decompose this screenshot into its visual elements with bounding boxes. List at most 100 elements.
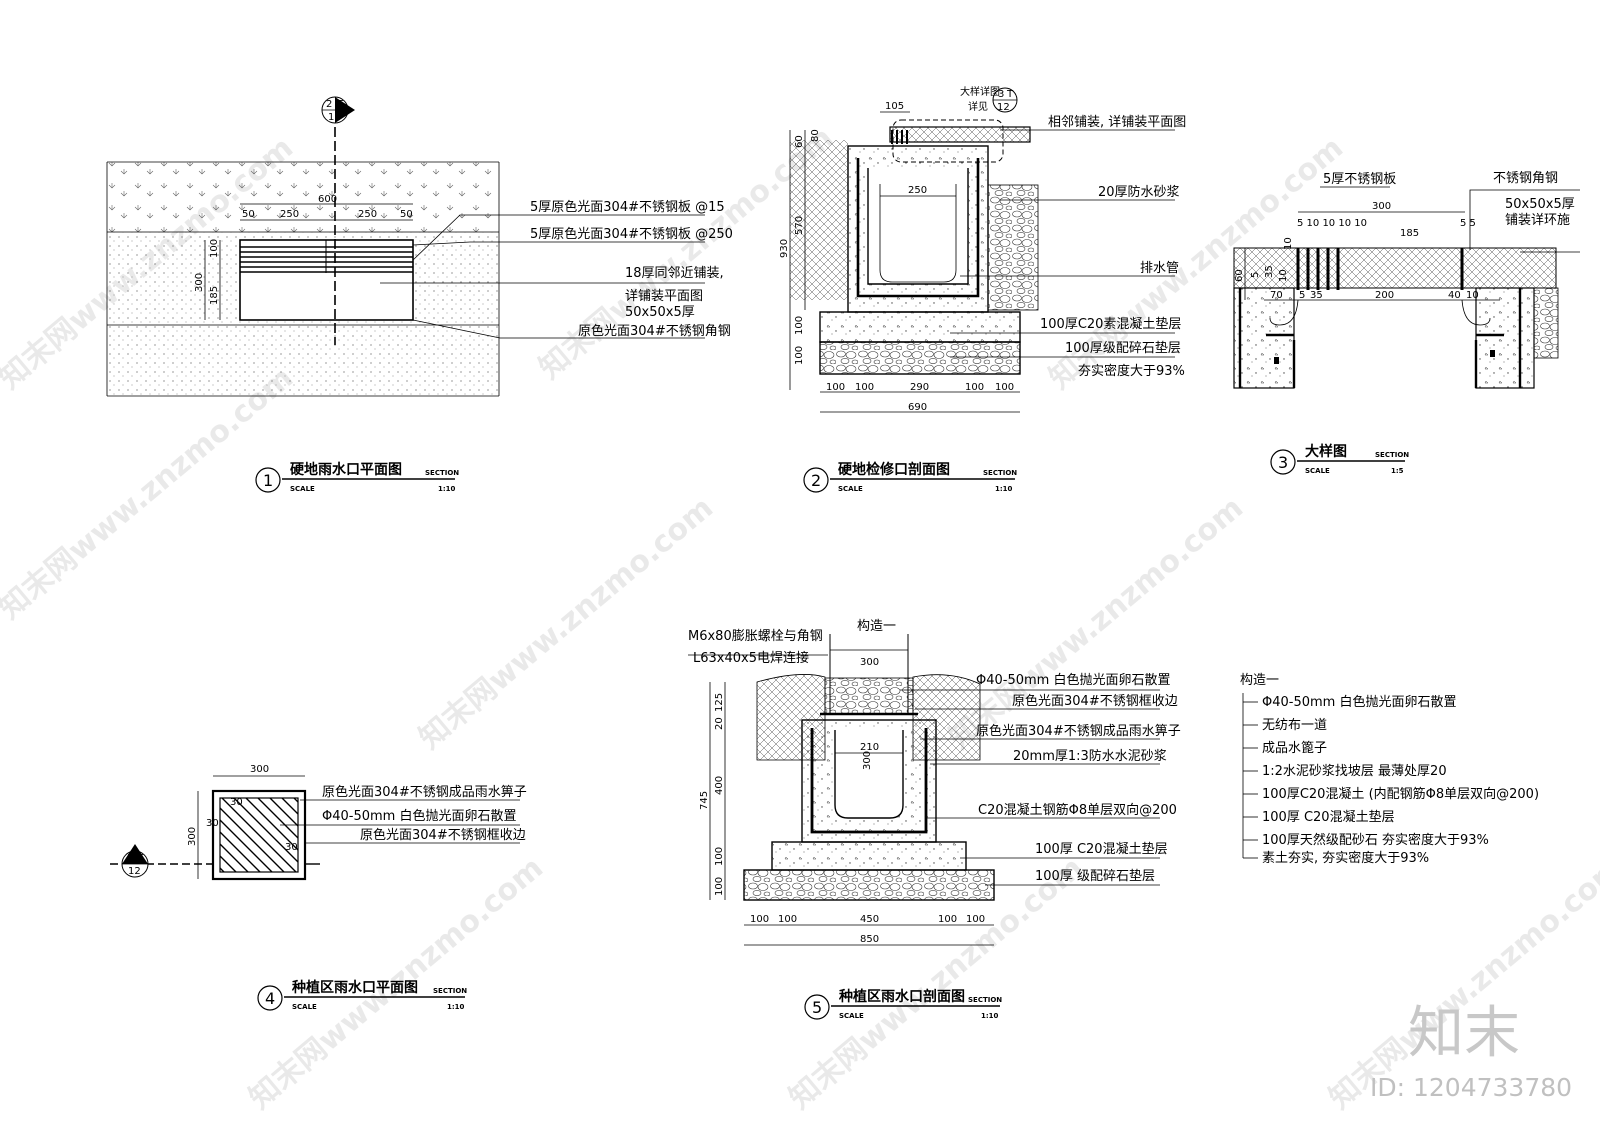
dim: 5 5: [1460, 218, 1476, 229]
label: 原色光面304#不锈钢成品雨水箅子: [976, 723, 1181, 739]
construction-legend: 构造一 Φ40-50mm 白色抛光面卵石散置 无纺布一道 成品水篦子 1:2水泥…: [1240, 673, 1539, 866]
ref-text: T: [136, 853, 144, 864]
dim: 105: [885, 101, 904, 112]
dim: 690: [908, 402, 927, 413]
detail-number: 4: [265, 989, 275, 1008]
detail-3-detail: 300 5 10 10 10 10 185 5 5 10 60 5 35 10 …: [1233, 171, 1580, 475]
dim: 300: [194, 273, 205, 292]
detail-title: 硬地检修口剖面图: [838, 461, 950, 478]
dim: 100: [966, 914, 985, 925]
dim: 200: [1375, 290, 1394, 301]
detail-number: 2: [811, 471, 821, 490]
watermark: 知末网www.znzmo.com: [0, 360, 300, 626]
dim: 100: [714, 847, 725, 866]
label: 5厚不锈钢板: [1323, 172, 1396, 187]
section-marker: 5 T 12: [121, 844, 149, 878]
label: 100厚级配碎石垫层: [1065, 340, 1181, 356]
legend-item: 100厚 C20混凝土垫层: [1262, 809, 1395, 825]
ref-text: T: [1006, 89, 1014, 100]
label: 铺装详环施: [1505, 213, 1570, 228]
label: 排水管: [1140, 261, 1179, 276]
section-marker: 2 T 12: [321, 96, 355, 124]
label: 100厚 级配碎石垫层: [1035, 868, 1155, 884]
ref-text: 12: [328, 112, 341, 123]
watermark-id: ID: 1204733780: [1370, 1073, 1572, 1102]
dim: 570: [794, 216, 805, 235]
ref-text: T: [336, 99, 344, 110]
detail-2-section: 105 60 80 250 570 930 100 100 100 100 29…: [779, 85, 1186, 493]
label: 5厚原色光面304#不锈钢板 @15: [530, 199, 725, 215]
dim: 250: [280, 209, 299, 220]
label: 20mm厚1:3防水水泥砂浆: [1013, 748, 1167, 764]
detail-5-section: 300 210 300 20 125 400 745 100 100 100 1…: [688, 619, 1181, 1020]
label: 100厚C20素混凝土垫层: [1040, 316, 1181, 332]
scale-label: SCALE: [1305, 467, 1330, 475]
scale-value: 1:10: [438, 485, 456, 493]
dim: 100: [938, 914, 957, 925]
dim: 100: [794, 316, 805, 335]
detail-number: 3: [1278, 453, 1288, 472]
label: Φ40-50mm 白色抛光面卵石散置: [976, 672, 1170, 688]
label: 100厚 C20混凝土垫层: [1035, 841, 1168, 857]
dim: 5: [1299, 290, 1305, 301]
label: 5厚原色光面304#不锈钢板 @250: [530, 226, 733, 242]
legend-item: 成品水篦子: [1262, 741, 1327, 756]
detail-title: 种植区雨水口剖面图: [838, 988, 965, 1005]
label: 详见: [968, 100, 988, 113]
dim: 600: [318, 194, 337, 205]
grate-bars: [1296, 248, 1464, 290]
dim: 80: [810, 129, 821, 142]
legend-item: 素土夯实, 夯实密度大于93%: [1262, 850, 1429, 866]
section-label: SECTION: [425, 469, 459, 477]
dim: 60: [794, 135, 805, 148]
label: L63x40x5电焊连接: [693, 650, 809, 666]
dim: 35: [1310, 290, 1323, 301]
dim: 100: [778, 914, 797, 925]
dim: 300: [187, 827, 198, 846]
section-label: SECTION: [433, 987, 467, 995]
detail-title: 大样图: [1305, 443, 1347, 460]
dim: 300: [250, 764, 269, 775]
dim: 125: [714, 693, 725, 712]
label: C20混凝土钢筋Φ8单层双向@200: [978, 802, 1177, 818]
dim: 40: [1448, 290, 1461, 301]
label: 夯实密度大于93%: [1078, 363, 1185, 379]
detail-title: 硬地雨水口平面图: [290, 461, 402, 478]
dim: 50: [400, 209, 413, 220]
detail-number: 1: [263, 471, 273, 490]
label: 50x50x5厚: [625, 305, 695, 320]
watermark: 知末网www.znzmo.com: [413, 490, 720, 756]
dim: 290: [910, 382, 929, 393]
dim: 10: [1278, 269, 1289, 282]
scale-value: 1:5: [1391, 467, 1404, 475]
detail-number: 5: [812, 998, 822, 1017]
detail-1-plan: 600 50 250 250 50 100 300 185 5厚原色光面304#…: [106, 96, 733, 493]
dim: 300: [860, 657, 879, 668]
dim: 745: [699, 791, 710, 810]
label: 50x50x5厚: [1505, 197, 1575, 212]
dim: 100: [855, 382, 874, 393]
ref-text: 12: [128, 866, 141, 877]
dim: 50: [242, 209, 255, 220]
scale-value: 1:10: [995, 485, 1013, 493]
dim: 850: [860, 934, 879, 945]
legend-item: 1:2水泥砂浆找坡层 最薄处厚20: [1262, 764, 1447, 779]
watermark: 知末网www.znzmo.com: [943, 490, 1250, 756]
dim: 210: [860, 742, 879, 753]
label: 大样详图: [960, 85, 1000, 98]
scale-label: SCALE: [292, 1003, 317, 1011]
legend-item: Φ40-50mm 白色抛光面卵石散置: [1262, 694, 1456, 710]
label: 20厚防水砂浆: [1098, 184, 1180, 200]
ref-text: 12: [997, 102, 1010, 113]
grate-bars: [240, 240, 413, 273]
label: 详铺装平面图: [625, 289, 703, 304]
detail-4-plan: 300 300 30 30 30 原色光面304#不锈钢成品雨水箅子 Φ40-5…: [110, 764, 527, 1011]
legend-item: 100厚C20混凝土 (内配钢筋Φ8单层双向@200): [1262, 786, 1539, 802]
label: 相邻铺装, 详铺装平面图: [1048, 115, 1186, 130]
label: 原色光面304#不锈钢框收边: [1012, 693, 1178, 709]
dim: 400: [714, 776, 725, 795]
ref-text: 2: [326, 99, 332, 110]
legend-item: 无纺布一道: [1262, 718, 1327, 733]
watermark-brand: 知末: [1408, 1001, 1520, 1066]
scale-label: SCALE: [290, 485, 315, 493]
